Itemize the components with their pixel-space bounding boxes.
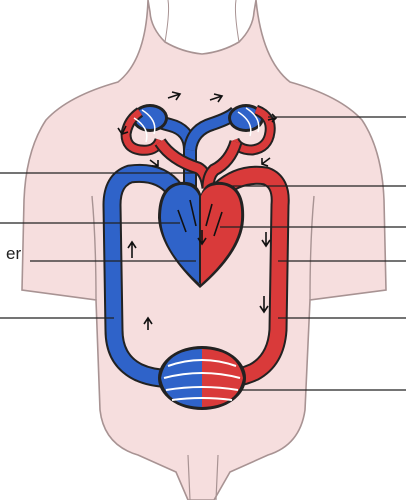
neck-contour bbox=[165, 0, 239, 42]
partial-label: er bbox=[6, 244, 21, 263]
body-capillaries bbox=[158, 346, 246, 410]
